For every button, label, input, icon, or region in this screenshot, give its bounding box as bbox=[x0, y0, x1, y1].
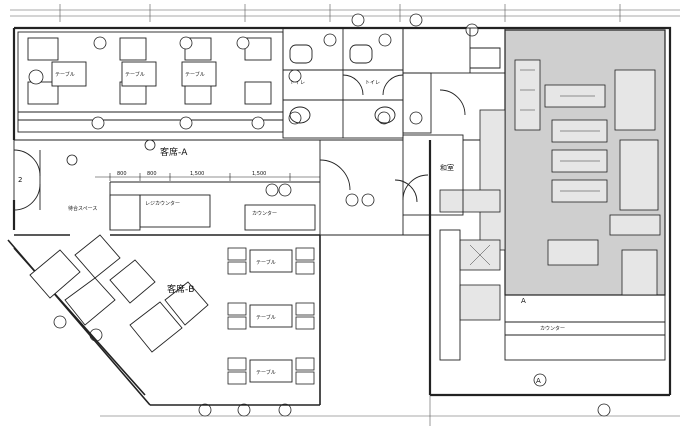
marker-a-top: A bbox=[521, 297, 526, 305]
door-marker-2: 2 bbox=[18, 176, 22, 184]
entrance bbox=[13, 140, 41, 230]
dim-4: 1,500 bbox=[252, 171, 266, 177]
outer-walls bbox=[12, 26, 672, 397]
room-b-label: 客席-B bbox=[167, 283, 194, 295]
room-b-diagonal-tables bbox=[29, 234, 209, 353]
table-label-top-1: テーブル bbox=[55, 71, 75, 78]
top-tables bbox=[51, 61, 217, 87]
table-label-b-3: テーブル bbox=[256, 369, 276, 376]
dim-1: 800 bbox=[117, 171, 127, 177]
room-b-tables bbox=[249, 249, 293, 383]
table-label-b-2: テーブル bbox=[256, 314, 276, 321]
waiting-space-label: 待合スペース bbox=[68, 205, 97, 212]
marker-a-bottom: A bbox=[536, 377, 541, 385]
bottom-grid-lines bbox=[100, 395, 680, 426]
washitsu-label: 和室 bbox=[440, 163, 454, 172]
table-label-top-2: テーブル bbox=[125, 71, 145, 78]
corridor bbox=[320, 179, 430, 236]
toilet-label-2: トイレ bbox=[365, 80, 380, 86]
kitchen-front bbox=[439, 229, 666, 361]
room-a-label: 客席-A bbox=[160, 146, 188, 158]
room-b-walls bbox=[7, 234, 321, 406]
toilet-label-1: トイレ bbox=[290, 80, 305, 86]
dim-2: 800 bbox=[147, 171, 157, 177]
dim-3: 1,500 bbox=[190, 171, 204, 177]
table-label-b-1: テーブル bbox=[256, 259, 276, 266]
register-counter-label: レジカウンター bbox=[145, 200, 180, 207]
room-a-area bbox=[14, 139, 403, 235]
table-label-top-3: テーブル bbox=[185, 71, 205, 78]
kitchen-details bbox=[469, 69, 600, 266]
kitchen-counter-label: カウンター bbox=[540, 325, 565, 332]
top-grid-lines bbox=[10, 4, 680, 22]
counter-label: カウンター bbox=[252, 210, 277, 217]
room-b-chairs bbox=[227, 247, 315, 385]
washitsu-room bbox=[402, 134, 480, 216]
dimension-line bbox=[95, 173, 320, 181]
